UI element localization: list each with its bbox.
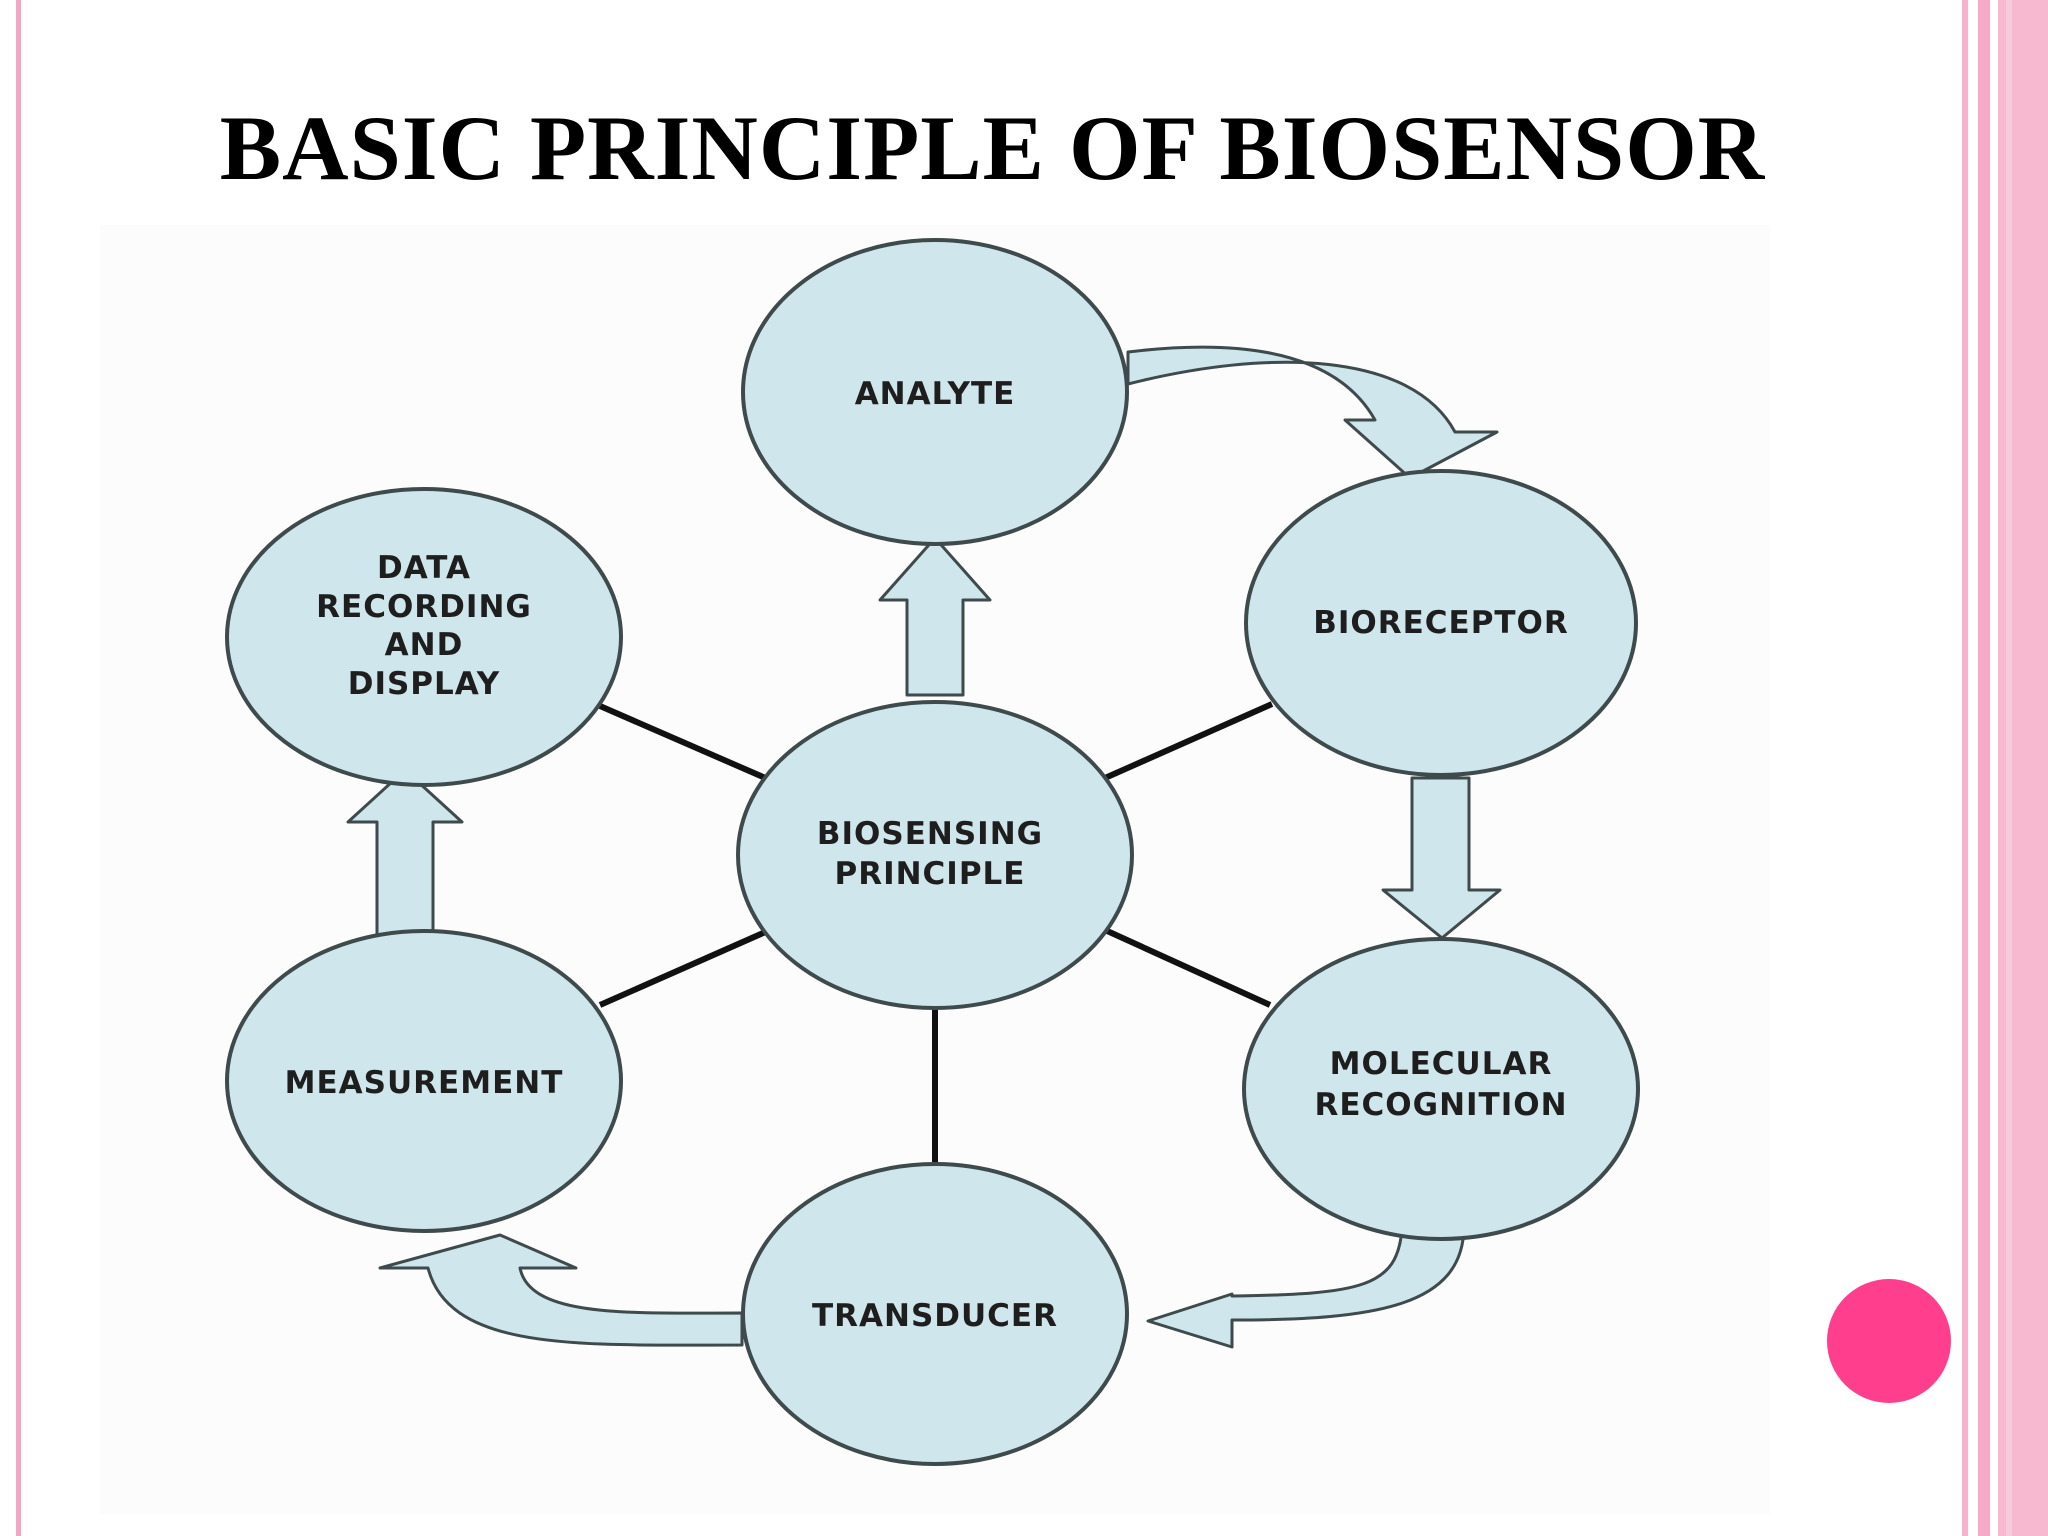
- left-border-line: [16, 0, 21, 1536]
- right-border-band: [1978, 0, 1990, 1536]
- spoke-data-recording: [598, 703, 772, 783]
- right-border-band: [1962, 0, 1968, 1536]
- slide-title: BASIC PRINCIPLE OF BIOSENSOR: [219, 97, 1766, 199]
- arrow-analyte-to-bioreceptor: [1126, 345, 1499, 480]
- label-data-recording-line2: RECORDING: [316, 589, 532, 625]
- spoke-molecular-recognition: [1103, 927, 1272, 1008]
- label-center-line1: BIOSENSING: [817, 816, 1043, 852]
- arrow-up-to-data-recording: [346, 768, 464, 937]
- label-bioreceptor: BIORECEPTOR: [1313, 605, 1569, 641]
- arrow-transducer-to-measurement: [378, 1233, 744, 1347]
- label-data-recording-line1: DATA: [377, 550, 471, 586]
- spoke-bioreceptor: [1103, 701, 1274, 781]
- node-bioreceptor: [1244, 469, 1638, 777]
- node-molecular-recognition: [1242, 937, 1640, 1241]
- label-transducer: TRANSDUCER: [812, 1298, 1058, 1334]
- arrow-down-to-molecular-recognition: [1381, 776, 1502, 940]
- decorative-pink-circle: [1827, 1279, 1951, 1403]
- label-measurement: MEASUREMENT: [285, 1065, 564, 1101]
- spokes: [598, 701, 1274, 1162]
- node-data-recording: [225, 487, 623, 787]
- right-border-band: [2006, 0, 2012, 1536]
- node-center: [736, 700, 1134, 1010]
- node-measurement: [225, 929, 623, 1233]
- label-center-line2: PRINCIPLE: [834, 856, 1025, 892]
- spoke-measurement: [598, 927, 772, 1008]
- label-molecular-recognition-line2: RECOGNITION: [1314, 1087, 1567, 1123]
- label-data-recording-line3: AND: [385, 627, 464, 663]
- node-analyte: [741, 238, 1129, 546]
- label-analyte: ANALYTE: [855, 376, 1016, 412]
- label-data-recording-line4: DISPLAY: [348, 666, 501, 702]
- arrow-up-to-analyte: [878, 536, 992, 697]
- label-molecular-recognition-line1: MOLECULAR: [1330, 1046, 1553, 1082]
- arrow-recognition-to-transducer: [1146, 1226, 1466, 1349]
- node-transducer: [741, 1162, 1129, 1466]
